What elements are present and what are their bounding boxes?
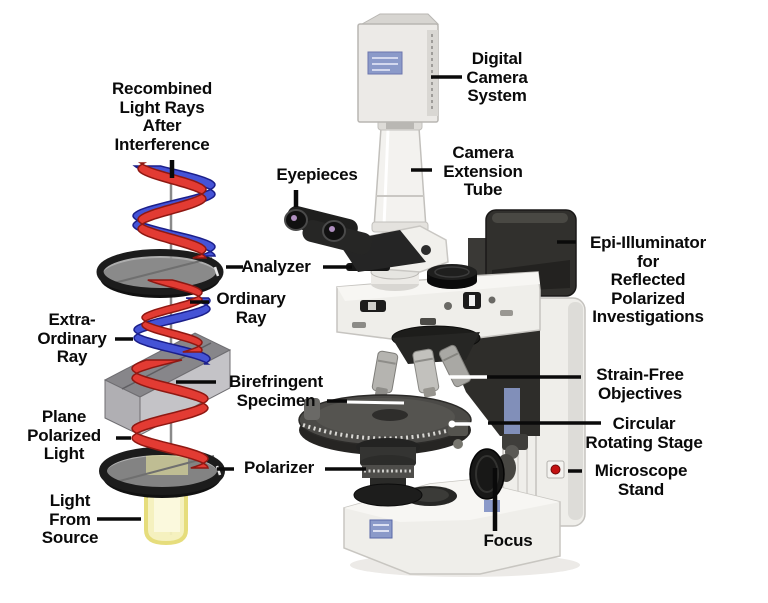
eyepieces-binocular [284,206,426,272]
label-circular-rotating-stage: Circular Rotating Stage [585,414,703,452]
label-light-from-source: Light From Source [41,491,99,547]
circular-rotating-stage [298,394,472,455]
stand-label [484,500,500,512]
stand-accent-blue [504,388,520,434]
substage-condenser [353,438,423,507]
label-eyepieces: Eyepieces [276,165,358,184]
recombined-light-waves [132,162,217,259]
label-analyzer: Analyzer [241,257,311,276]
label-plane-polarized-light: Plane Polarized Light [27,407,101,463]
polarizer-disc [99,447,225,498]
label-microscope-stand: Microscope Stand [594,461,688,499]
power-switch [546,460,565,479]
nosepiece [391,325,481,364]
microscope-illustration [284,13,586,577]
strain-free-objectives [371,344,472,398]
label-focus: Focus [483,531,533,550]
label-extraordinary-ray: Extra- Ordinary Ray [37,310,107,366]
label-ordinary-ray: Ordinary Ray [216,289,286,327]
label-camera-extension-tube: Camera Extension Tube [443,143,523,199]
top-knob [427,264,477,289]
leader-lines [97,75,601,531]
camera-extension-tube [371,119,429,233]
label-polarizer: Polarizer [243,458,314,477]
label-epi-illuminator: Epi-Illuminator for Reflected Polarized … [589,233,706,326]
ordinary-extraordinary-waves [133,279,211,365]
base-label [369,519,393,539]
plane-polarized-wave [131,359,210,469]
label-strain-free-objectives: Strain-Free Objectives [596,365,684,403]
label-recombined-light-rays: Recombined Light Rays After Interference [111,79,213,154]
label-birefringent-specimen: Birefringent Specimen [229,372,323,410]
digital-camera-body [357,13,440,129]
label-digital-camera-system: Digital Camera System [466,49,528,105]
